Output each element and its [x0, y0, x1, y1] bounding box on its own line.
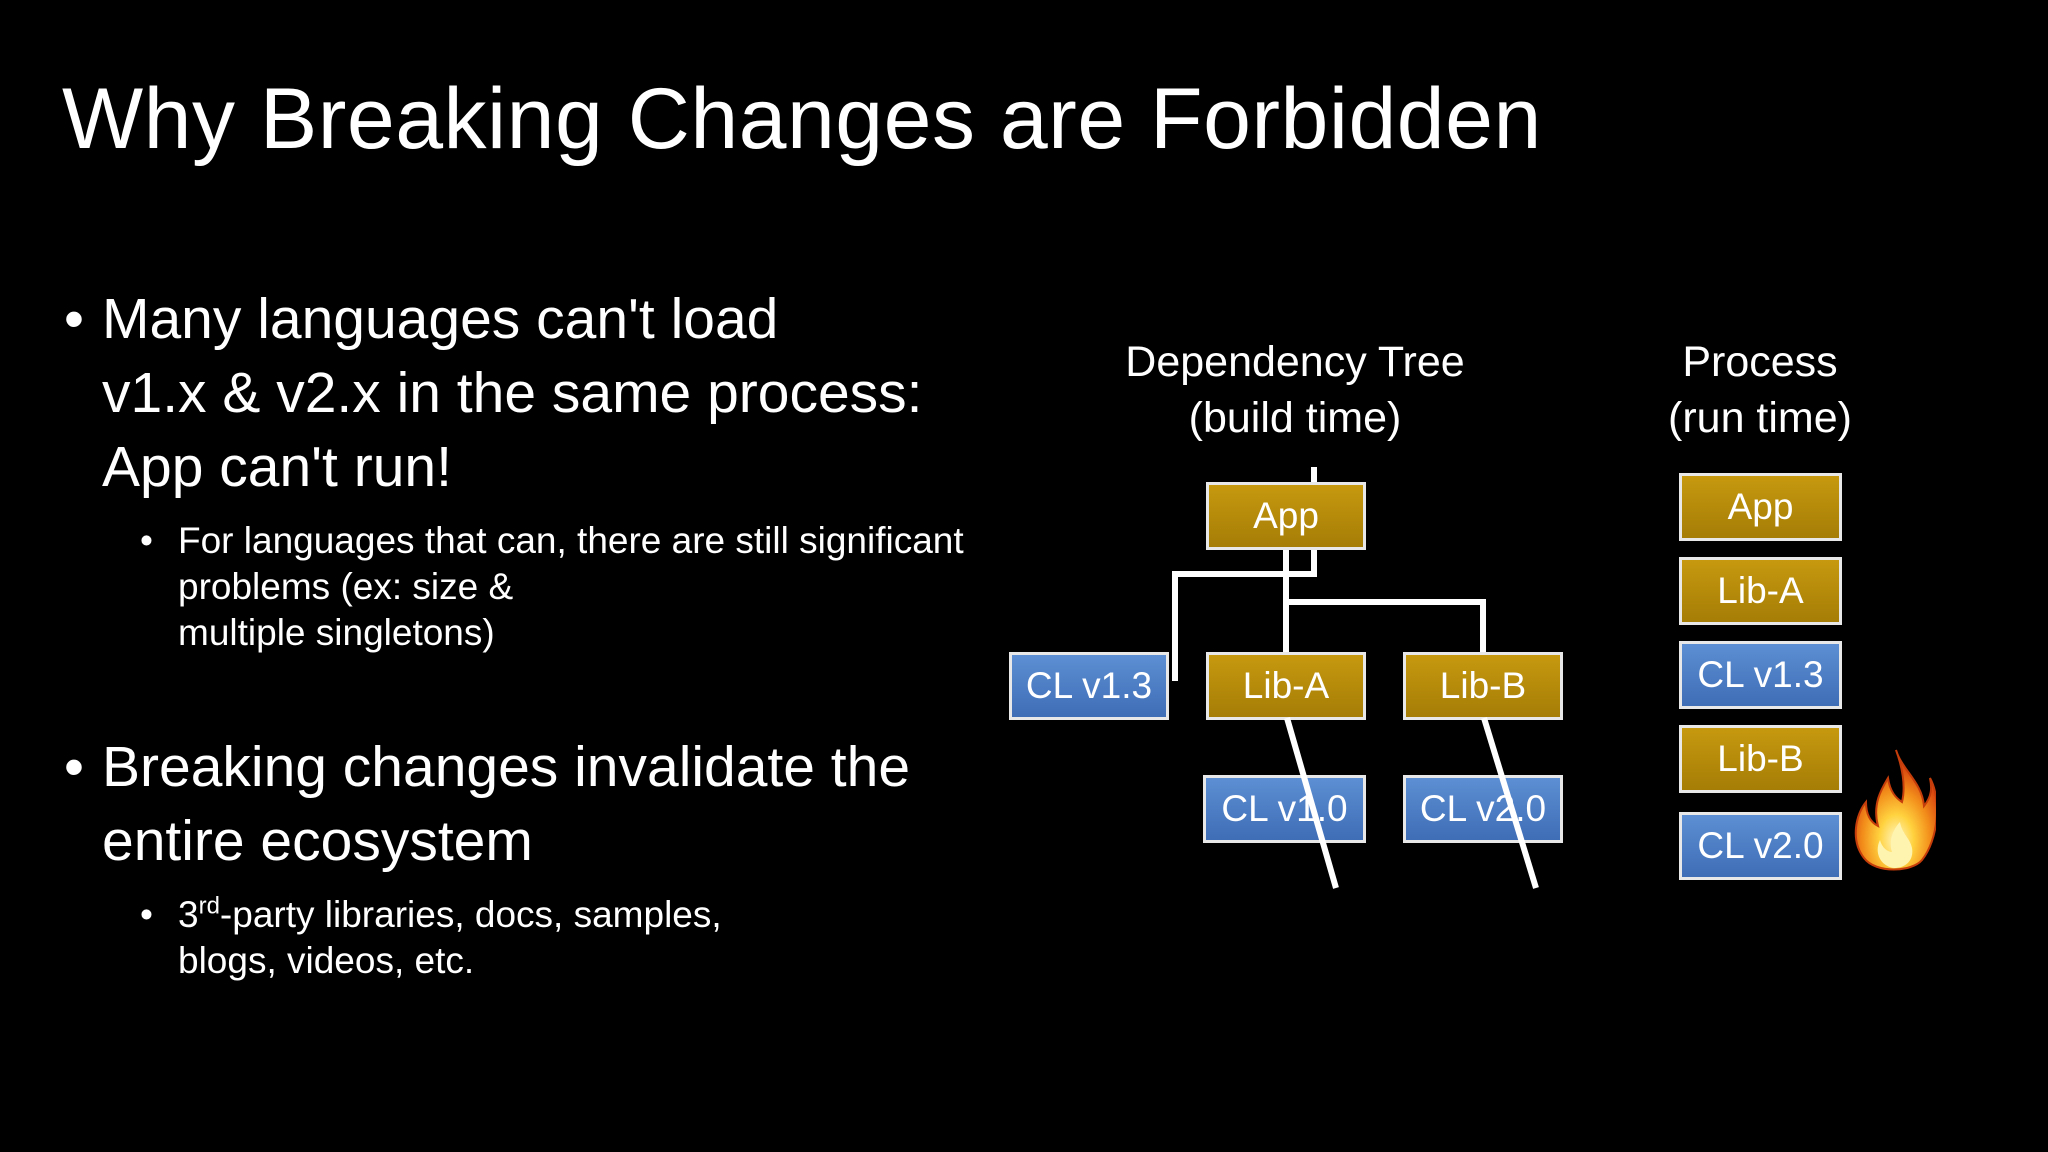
- connector-app-cl13: [1172, 548, 1317, 681]
- sub-bullet-1-line-3: multiple singletons): [178, 612, 495, 653]
- bullet-dot: •: [64, 735, 84, 799]
- bullet-2: • Breaking changes invalidate the entire…: [62, 730, 1042, 878]
- sub-bullet-dot: •: [140, 894, 153, 935]
- sub-bullet-2-line-1: 3rd-party libraries, docs, samples,: [178, 892, 1042, 938]
- sub-bullet-1-line-1: For languages that can, there are still …: [178, 520, 964, 561]
- connector-app-libb: [1286, 599, 1486, 652]
- process-heading-line-1: Process: [1682, 338, 1838, 386]
- bullet-1-line-3: App can't run!: [102, 435, 452, 499]
- strike-lib-a-cl-v1-0: [1284, 717, 1339, 889]
- process-stack-item-lib-b: Lib-B: [1679, 725, 1842, 793]
- tree-node-cl-v1-0: CL v1.0: [1203, 775, 1366, 843]
- strike-lib-b-cl-v2-0: [1481, 717, 1539, 889]
- tree-heading: Dependency Tree (build time): [1080, 334, 1510, 446]
- tree-heading-line-2: (build time): [1188, 394, 1402, 442]
- slide-title: Why Breaking Changes are Forbidden: [62, 71, 1542, 167]
- fire-icon: [1854, 749, 1936, 871]
- tree-node-cl-v2-0: CL v2.0: [1403, 775, 1563, 843]
- sub-bullet-2-rest: -party libraries, docs, samples,: [219, 894, 722, 935]
- process-stack-item-lib-a: Lib-A: [1679, 557, 1842, 625]
- tree-node-lib-a: Lib-A: [1206, 652, 1366, 720]
- bullet-1: • Many languages can't load v1.x & v2.x …: [62, 282, 1042, 504]
- process-stack-item-cl-v1-3: CL v1.3: [1679, 641, 1842, 709]
- sub-bullet-1-line-2: problems (ex: size &: [178, 566, 514, 607]
- bullet-dot: •: [64, 287, 84, 351]
- sub-bullet-dot: •: [140, 520, 153, 561]
- process-heading: Process (run time): [1620, 334, 1900, 446]
- ordinal-suffix: rd: [198, 892, 220, 920]
- bullet-1-line-2: v1.x & v2.x in the same process:: [102, 361, 923, 425]
- ordinal-number: 3: [178, 894, 199, 935]
- process-stack-item-cl-v2-0: CL v2.0: [1679, 812, 1842, 880]
- bullet-2-line-1: Breaking changes invalidate the: [102, 735, 911, 799]
- bullet-2-line-2: entire ecosystem: [102, 809, 533, 873]
- tree-node-lib-b: Lib-B: [1403, 652, 1563, 720]
- tree-node-cl-v1-3: CL v1.3: [1009, 652, 1169, 720]
- process-heading-line-2: (run time): [1668, 394, 1852, 442]
- sub-bullet-1: • For languages that can, there are stil…: [140, 518, 1042, 656]
- tree-node-app: App: [1206, 482, 1366, 550]
- sub-bullet-2-line-2: blogs, videos, etc.: [178, 940, 475, 981]
- bullet-list: • Many languages can't load v1.x & v2.x …: [62, 282, 1042, 984]
- tree-heading-line-1: Dependency Tree: [1125, 338, 1465, 386]
- bullet-1-line-1: Many languages can't load: [102, 287, 779, 351]
- sub-bullet-2: • 3rd-party libraries, docs, samples, bl…: [140, 892, 1042, 984]
- process-stack-item-app: App: [1679, 473, 1842, 541]
